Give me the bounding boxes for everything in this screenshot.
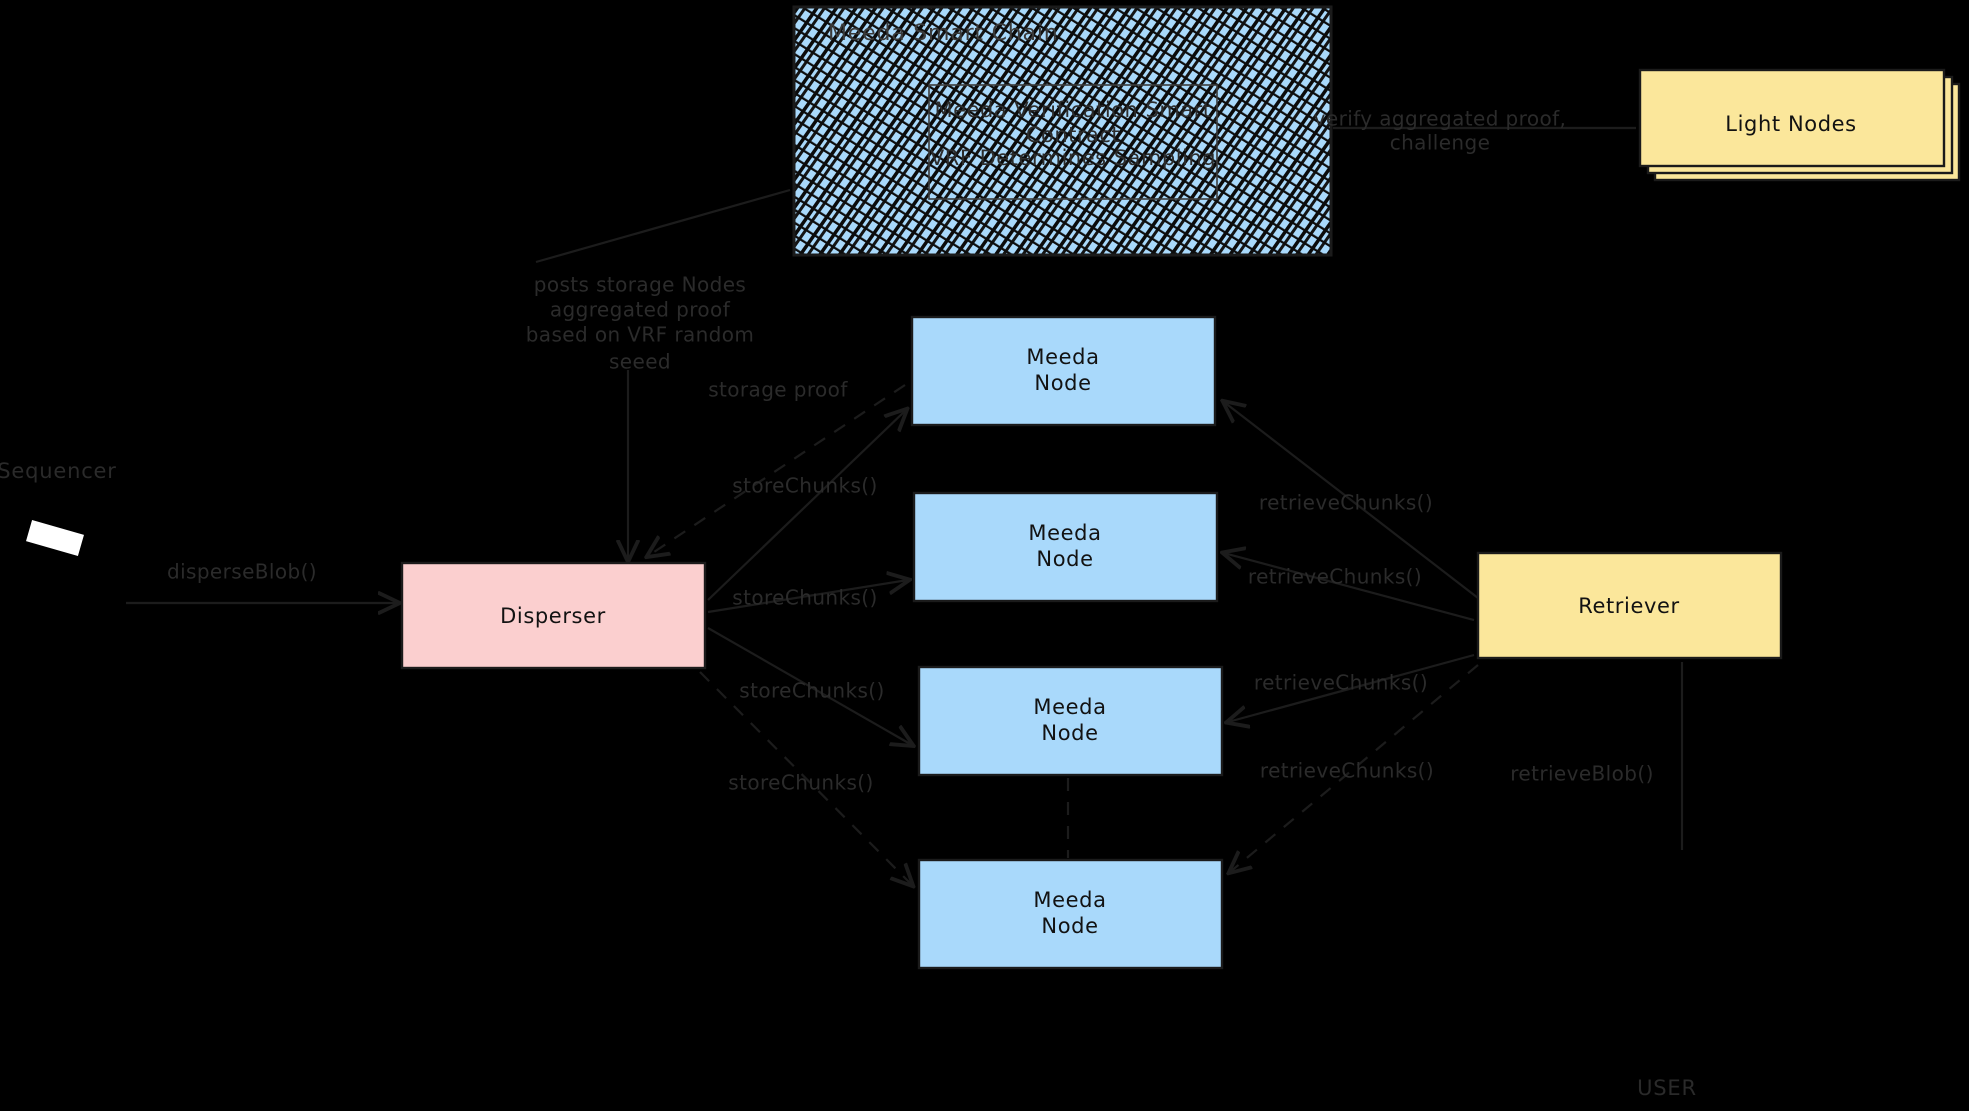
retriever-box[interactable] <box>1476 551 1783 660</box>
edge-label-store-chunks-1: storeChunks() <box>732 474 877 498</box>
edge-label-store-chunks-4: storeChunks() <box>728 771 873 795</box>
meeda-node-2-box[interactable] <box>912 491 1219 603</box>
edge-label-posts-line1: posts storage Nodes <box>534 273 747 297</box>
edge-label-verify-line2: challenge <box>1390 131 1491 155</box>
meeda-smart-chain-box[interactable] <box>792 5 1333 257</box>
edge-storage-proof <box>648 384 906 556</box>
edge-retrieve-chunks-3 <box>1228 653 1475 722</box>
light-nodes-stack[interactable] <box>1638 68 1961 182</box>
edge-label-posts-line3: based on VRF random <box>526 323 755 347</box>
edge-retrieve-chunks-2 <box>1224 553 1475 622</box>
smart-chain-inner-line2: Contract <box>1026 123 1120 147</box>
meeda-node-4-line1: Meeda <box>1033 888 1106 912</box>
retriever-label: Retriever <box>1578 594 1680 618</box>
edge-retrieve-chunks-4 <box>1230 664 1479 872</box>
edge-chain-link <box>535 188 791 264</box>
smart-chain-title: Meeda Smart Chain <box>828 21 1058 46</box>
user-label: USER <box>1637 1076 1697 1100</box>
disperser-box[interactable] <box>400 561 707 670</box>
edge-label-retrieve-chunks-1: retrieveChunks() <box>1259 491 1433 515</box>
edge-label-retrieve-blob: retrieveBlob() <box>1510 762 1654 786</box>
meeda-node-1-line2: Node <box>1034 371 1091 395</box>
edge-store-chunks-3 <box>707 627 912 745</box>
edge-label-verify-line1: verify aggregated proof, <box>1314 107 1567 131</box>
edge-label-retrieve-chunks-2: retrieveChunks() <box>1248 565 1422 589</box>
light-nodes-label: Light Nodes <box>1725 112 1856 136</box>
edge-label-store-chunks-2: storeChunks() <box>732 586 877 610</box>
meeda-node-1-box[interactable] <box>910 315 1217 427</box>
meeda-node-3-box[interactable] <box>917 665 1224 777</box>
meeda-node-2-line1: Meeda <box>1028 521 1101 545</box>
edge-label-disperse-blob: disperseBlob() <box>167 560 317 584</box>
edge-store-chunks-2 <box>707 580 908 614</box>
disperser-label: Disperser <box>500 604 606 628</box>
meeda-node-4-box[interactable] <box>917 858 1224 970</box>
edge-label-retrieve-chunks-4: retrieveChunks() <box>1260 759 1434 783</box>
edge-label-storage-proof: storage proof <box>708 378 848 402</box>
edge-label-store-chunks-3: storeChunks() <box>739 679 884 703</box>
smart-chain-inner-line3: VRF Determines Sampling <box>930 146 1216 170</box>
meeda-node-3-line2: Node <box>1041 721 1098 745</box>
meeda-node-3-line1: Meeda <box>1033 695 1106 719</box>
edge-label-retrieve-chunks-3: retrieveChunks() <box>1254 671 1428 695</box>
sequencer-marker <box>26 519 84 557</box>
smart-chain-inner-line1: Meeda Verification Smart <box>934 98 1211 122</box>
edge-label-posts-line2: aggregated proof <box>550 298 731 322</box>
meeda-node-4-line2: Node <box>1041 914 1098 938</box>
edge-label-posts-line4: seeed <box>609 350 671 374</box>
edge-retrieve-chunks-1 <box>1224 402 1479 599</box>
sequencer-label: Sequencer <box>0 459 117 483</box>
edge-store-chunks-1 <box>707 410 906 601</box>
meeda-node-1-line1: Meeda <box>1026 345 1099 369</box>
meeda-node-2-line2: Node <box>1036 547 1093 571</box>
edge-store-chunks-4 <box>699 671 912 885</box>
